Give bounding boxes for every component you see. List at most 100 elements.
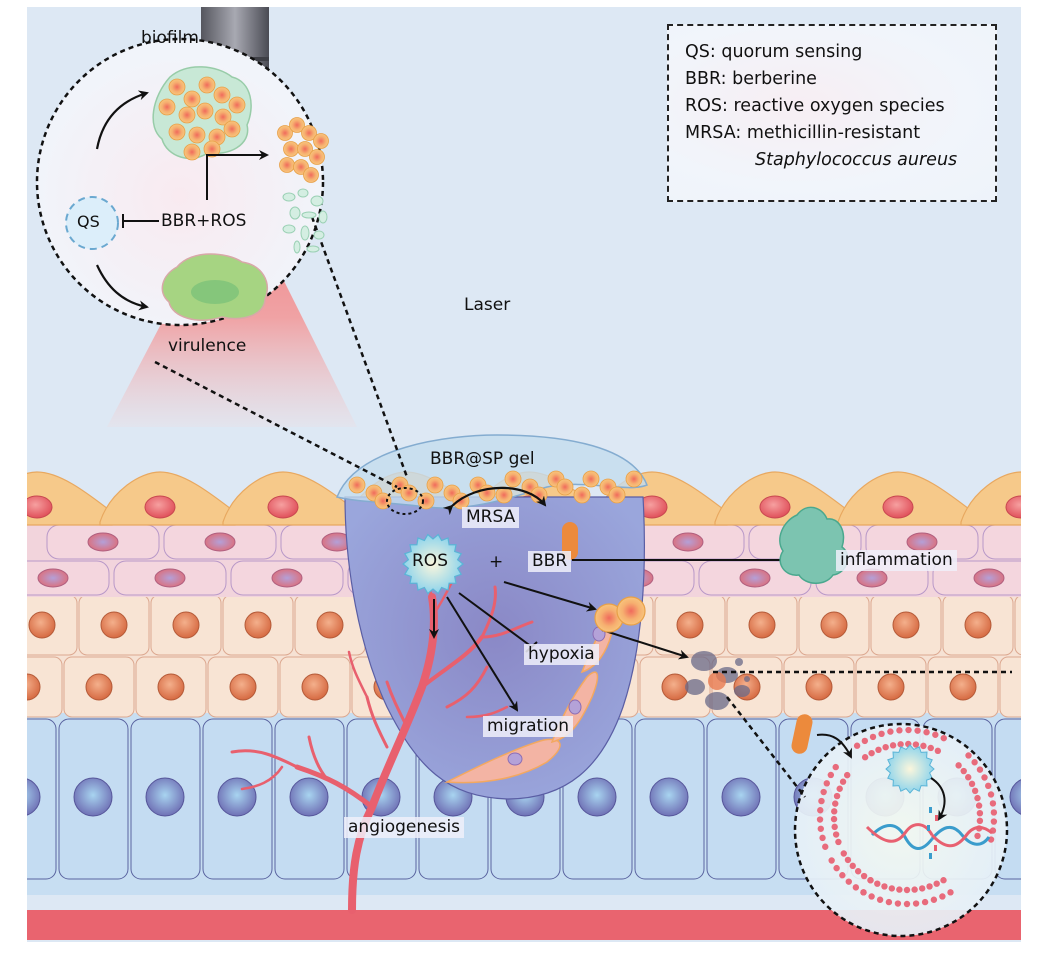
membrane-lipid: [940, 877, 946, 883]
biofilm-fragment: [298, 189, 308, 197]
inset-connector: [312, 217, 407, 477]
membrane-lipid: [965, 774, 971, 780]
bbr-label: BBR: [528, 551, 571, 572]
membrane-lipid: [822, 844, 828, 850]
spinous-cell: [1015, 595, 1021, 655]
membrane-lipid: [817, 816, 823, 822]
membrane-lipid: [990, 800, 996, 806]
cell-nucleus: [245, 612, 271, 638]
cell-nucleus: [878, 674, 904, 700]
cell-nucleus: [821, 612, 847, 638]
mrsa-bacterium: [496, 487, 512, 503]
membrane-lipid: [820, 789, 826, 795]
membrane-lipid: [833, 865, 839, 871]
cell-nucleus: [29, 612, 55, 638]
dispersed-bacterium: [304, 168, 319, 183]
cell-nucleus: [650, 778, 688, 816]
membrane-lipid: [965, 752, 971, 758]
ros-label: ROS: [412, 553, 448, 570]
biofilm-fragment: [319, 211, 327, 223]
mrsa-bacterium: [349, 477, 365, 493]
membrane-lipid: [886, 899, 892, 905]
membrane-lipid: [985, 783, 991, 789]
membrane-lipid: [890, 742, 896, 748]
cell-nucleus: [965, 612, 991, 638]
virulence-label: virulence: [168, 338, 246, 355]
mrsa-bacterium: [583, 471, 599, 487]
membrane-lipid: [862, 738, 868, 744]
membrane-lipid: [941, 735, 947, 741]
cell-nucleus: [88, 533, 118, 551]
membrane-lipid: [839, 872, 845, 878]
membrane-lipid: [835, 839, 841, 845]
membrane-lipid: [870, 734, 876, 740]
membrane-lipid: [914, 727, 920, 733]
cell-nucleus: [760, 496, 790, 518]
membrane-lipid: [961, 768, 967, 774]
cell-nucleus: [578, 778, 616, 816]
membrane-lipid: [882, 744, 888, 750]
migration-label: migration: [483, 716, 573, 737]
membrane-lipid: [896, 727, 902, 733]
biofilm-bacterium: [214, 87, 230, 103]
bacterium: [617, 597, 645, 625]
membrane-lipid: [840, 779, 846, 785]
membrane-lipid: [850, 863, 856, 869]
membrane-lipid: [904, 887, 910, 893]
membrane-lipid: [981, 774, 987, 780]
cell-nucleus: [155, 569, 185, 587]
cell-nucleus: [218, 778, 256, 816]
plus-sign: +: [489, 554, 503, 571]
membrane-lipid: [862, 754, 868, 760]
ros-burst-inset: [886, 745, 934, 793]
cell-nucleus: [38, 569, 68, 587]
mrsa-bacterium: [626, 471, 642, 487]
membrane-lipid: [855, 868, 861, 874]
membrane-lipid: [877, 897, 883, 903]
inflammation-label: inflammation: [836, 550, 957, 571]
biofilm-fragment: [301, 226, 309, 240]
dispersed-bacterium: [314, 134, 329, 149]
membrane-lipid: [889, 885, 895, 891]
membrane-lipid: [895, 900, 901, 906]
cell-nucleus: [722, 778, 760, 816]
membrane-lipid: [860, 889, 866, 895]
cell-nucleus: [205, 533, 235, 551]
membrane-lipid: [974, 795, 980, 801]
biofilm-bacterium: [224, 121, 240, 137]
membrane-lipid: [854, 743, 860, 749]
membrane-lipid: [841, 850, 847, 856]
cell-nucleus: [272, 569, 302, 587]
mrsa-bacterium: [574, 487, 590, 503]
membrane-lipid: [844, 772, 850, 778]
membrane-lipid: [926, 883, 932, 889]
cell-nucleus: [230, 674, 256, 700]
membrane-lipid: [974, 833, 980, 839]
cell-nucleus: [893, 612, 919, 638]
laser-label: Laser: [464, 297, 510, 314]
membrane-lipid: [867, 877, 873, 883]
cell-nucleus: [857, 569, 887, 587]
abbreviation-legend: QS: quorum sensing BBR: berberine ROS: r…: [667, 24, 997, 202]
membrane-lipid: [911, 886, 917, 892]
bbr-ros-label: BBR+ROS: [161, 213, 246, 230]
membrane-lipid: [832, 800, 838, 806]
mrsa-bacterium: [505, 471, 521, 487]
cell-nucleus: [173, 612, 199, 638]
membrane-lipid: [969, 781, 975, 787]
dispersed-bacterium: [280, 158, 295, 173]
membrane-lipid: [971, 759, 977, 765]
biofilm-fragment: [283, 193, 295, 201]
hypoxia-label: hypoxia: [524, 644, 599, 665]
cell-nucleus: [86, 674, 112, 700]
membrane-lipid: [935, 748, 941, 754]
membrane-lipid: [923, 729, 929, 735]
biofilm-fragment: [307, 246, 319, 252]
cell-nucleus: [27, 496, 52, 518]
membrane-lipid: [928, 745, 934, 751]
membrane-lipid: [875, 747, 881, 753]
membrane-lipid: [919, 885, 925, 891]
biofilm-bacterium: [189, 127, 205, 143]
membrane-lipid: [904, 901, 910, 907]
cell-nucleus: [677, 612, 703, 638]
